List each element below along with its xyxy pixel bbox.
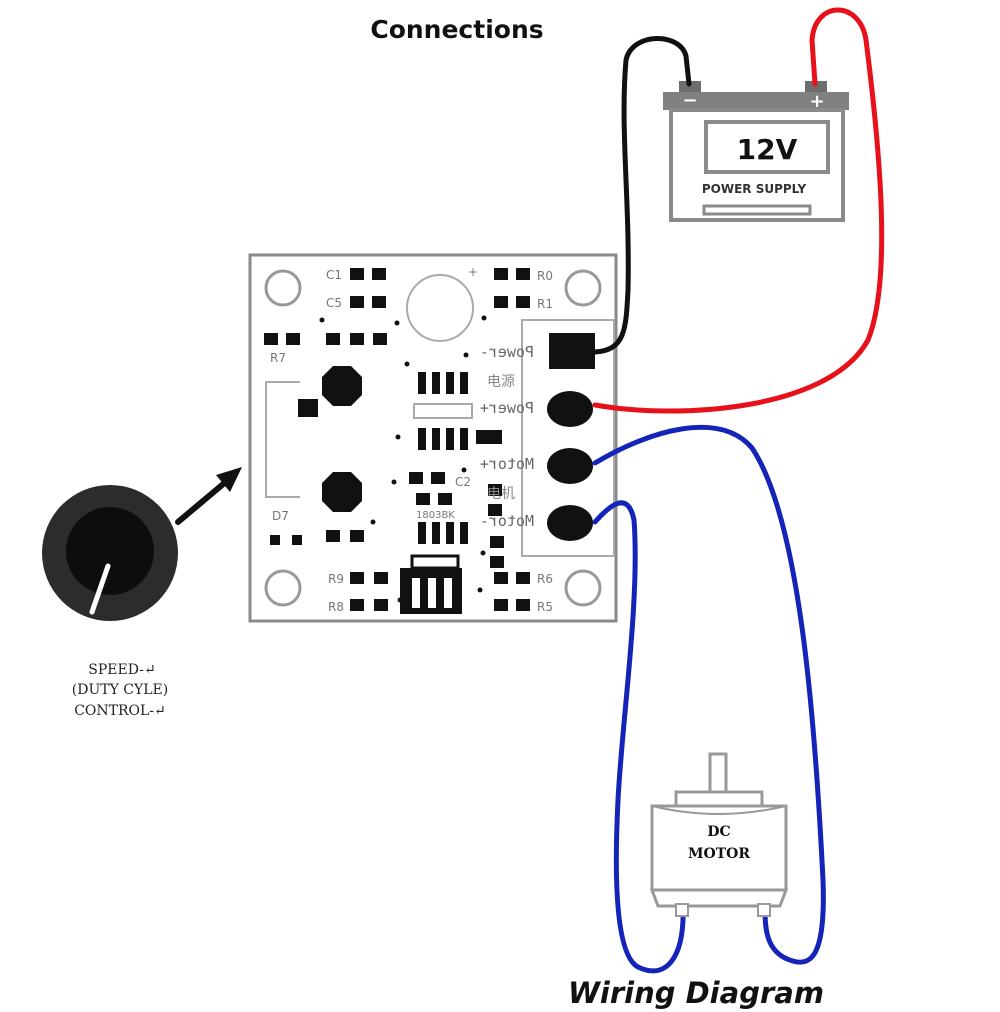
label-r9: R9	[328, 572, 344, 586]
dc-motor: DC MOTOR	[649, 752, 789, 917]
battery-negative-sign: −	[682, 90, 697, 111]
blue-wire-motor-minus	[592, 500, 686, 974]
terminal-motor-plus[interactable]	[547, 448, 593, 484]
terminal-power-minus-label: Power-	[480, 343, 534, 361]
knob-label-control: CONTROL-↵	[74, 703, 166, 719]
battery-voltage: 12V	[737, 133, 798, 166]
terminal-motor-cn: 电机	[487, 486, 515, 502]
black-wire	[592, 36, 692, 355]
terminal-power-minus[interactable]	[549, 333, 595, 369]
pwm-controller-board: C1 C5 R0 R1 R7 D7 R9 R8 R6 R5 C2 1803BK …	[248, 253, 618, 623]
battery-label: POWER SUPPLY	[702, 182, 807, 196]
wiring-diagram-title: Wiring Diagram	[568, 976, 824, 1010]
knob-label-duty: (DUTY CYLE)	[72, 682, 168, 698]
terminal-power-plus[interactable]	[547, 391, 593, 427]
terminal-power-plus-label: Power+	[480, 399, 534, 417]
label-c2: C2	[455, 475, 471, 489]
terminal-power-cn: 电源	[487, 374, 515, 390]
label-d7: D7	[272, 509, 289, 523]
speed-control-knob[interactable]	[42, 485, 178, 621]
label-r5: R5	[537, 600, 553, 614]
label-c1: C1	[326, 268, 342, 282]
diagram-title: Connections	[370, 15, 543, 44]
label-plus-mark: +	[468, 265, 478, 279]
label-chip: 1803BK	[416, 510, 455, 521]
label-r8: R8	[328, 600, 344, 614]
pointer-arrow	[175, 467, 242, 525]
terminal-motor-plus-label: Motor+	[480, 455, 534, 473]
label-r6: R6	[537, 572, 553, 586]
battery-power-supply: 12V POWER SUPPLY − +	[663, 81, 849, 222]
label-c5: C5	[326, 296, 342, 310]
motor-label-motor: MOTOR	[688, 846, 750, 862]
label-r7: R7	[270, 351, 286, 365]
knob-label-speed: SPEED-↵	[88, 662, 155, 678]
terminal-motor-minus-label: Motor-	[480, 512, 534, 530]
red-wire	[592, 7, 885, 414]
motor-label-dc: DC	[707, 824, 730, 840]
label-r0: R0	[537, 269, 553, 283]
label-r1: R1	[537, 297, 553, 311]
blue-wire-motor-plus	[592, 424, 826, 965]
battery-positive-sign: +	[809, 91, 824, 112]
terminal-motor-minus[interactable]	[547, 505, 593, 541]
